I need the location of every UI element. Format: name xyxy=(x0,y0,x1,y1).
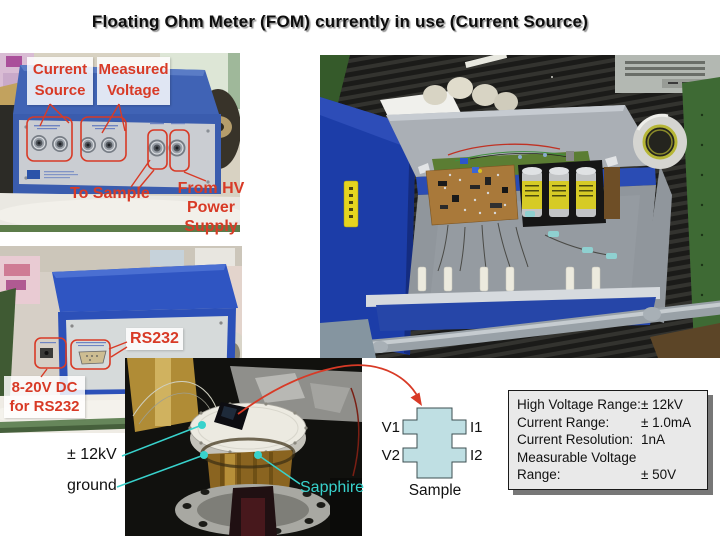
spec-value: ± 50V xyxy=(641,467,677,482)
label-current-source: Current Source xyxy=(27,57,93,105)
spec-label: Range: xyxy=(517,467,561,482)
specs-box: High Voltage Range:± 12kV Current Range:… xyxy=(508,390,708,490)
tape-roll xyxy=(633,113,687,169)
label-to-sample: To Sample xyxy=(70,185,150,202)
spec-value: 1nA xyxy=(641,432,666,447)
spec-row: High Voltage Range:± 12kV xyxy=(517,396,699,414)
battery-pack xyxy=(518,160,620,227)
spec-row: Current Resolution: 1nA xyxy=(517,431,699,449)
spec-row: Measurable Voltage xyxy=(517,449,699,467)
label-sapphire: Sapphire xyxy=(300,479,365,496)
label-from-hv-power-supply: From HV Power Supply xyxy=(177,180,245,235)
terminal-label-i1: I1 xyxy=(470,419,483,436)
sample-shape xyxy=(402,407,467,479)
green-pcb-board xyxy=(682,77,720,347)
flange xyxy=(175,478,362,536)
sample-holder-photo xyxy=(125,358,362,536)
rs232-connector xyxy=(78,350,107,365)
label-dc-power: 8-20V DC for RS232 xyxy=(4,376,85,418)
spec-value: ± 12kV xyxy=(641,397,683,412)
signal-wires xyxy=(437,222,609,272)
sample-diagram-caption: Sample xyxy=(408,482,462,499)
spec-label: Measurable Voltage xyxy=(517,449,637,465)
main-pcb xyxy=(425,164,519,226)
red-arrowhead xyxy=(410,392,422,406)
open-chassis-photo-art xyxy=(320,55,720,358)
label-measured-voltage: Measured Voltage xyxy=(97,57,170,105)
pcb-components xyxy=(438,167,508,215)
slide-title: Floating Ohm Meter (FOM) currently in us… xyxy=(91,12,589,31)
terminal-label-v2: V2 xyxy=(381,447,400,464)
terminal-label-i2: I2 xyxy=(470,447,483,464)
spec-label: Current Resolution: xyxy=(517,432,634,447)
sample-holder-photo-art xyxy=(125,358,362,536)
spec-value: ± 1.0mA xyxy=(641,414,692,430)
open-chassis-photo xyxy=(320,55,720,358)
spec-label: High Voltage Range: xyxy=(517,397,641,412)
label-rs232: RS232 xyxy=(126,328,183,350)
spec-row: Range: ± 50V xyxy=(517,466,699,484)
label-ground: ground xyxy=(67,477,117,494)
terminal-label-v1: V1 xyxy=(381,419,400,436)
spec-row: Current Range: ± 1.0mA xyxy=(517,414,699,432)
bench-cloth xyxy=(0,193,240,232)
spec-label: Current Range: xyxy=(517,414,610,430)
label-high-voltage: ± 12kV xyxy=(67,446,117,463)
cart-pipe xyxy=(320,300,720,358)
open-chassis xyxy=(366,105,672,331)
